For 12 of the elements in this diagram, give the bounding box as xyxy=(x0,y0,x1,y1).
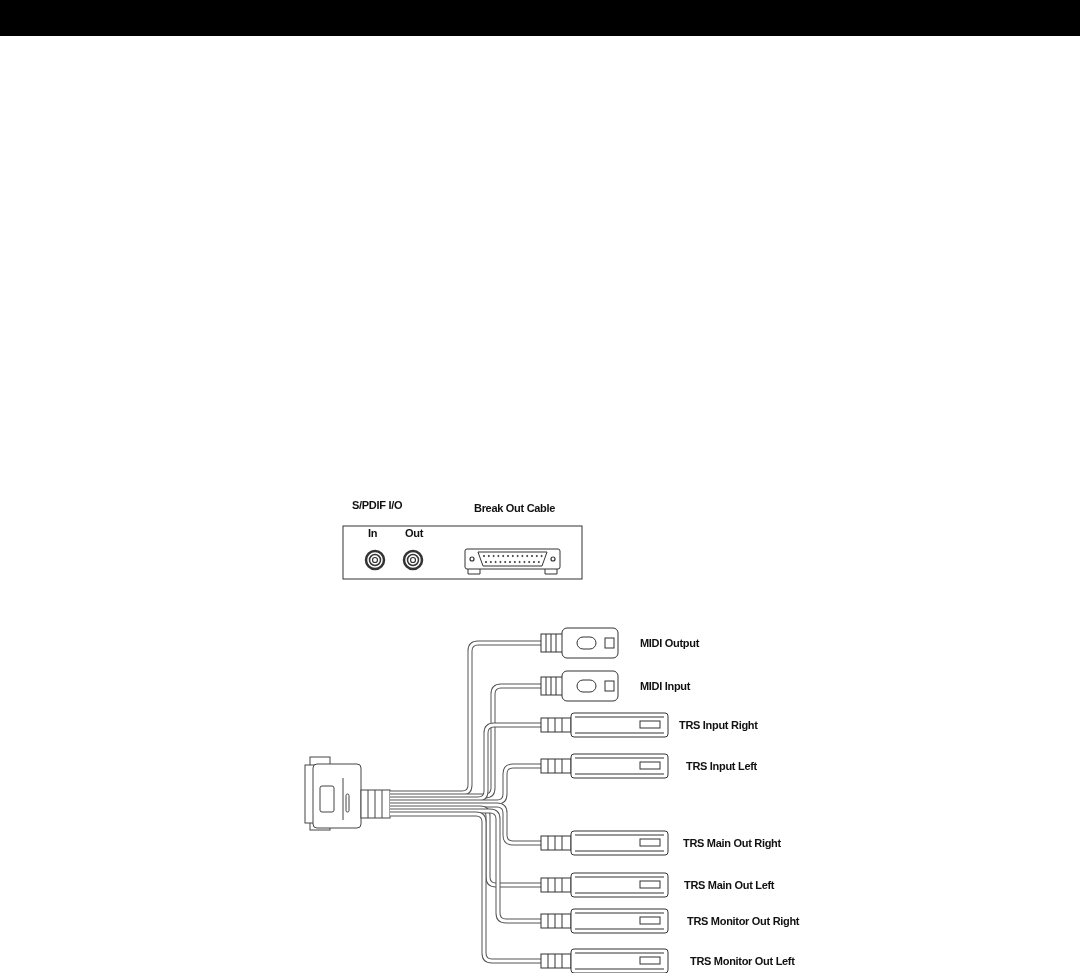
connector-label: TRS Monitor Out Left xyxy=(690,954,795,968)
connector-label: TRS Main Out Right xyxy=(683,836,781,850)
connector-label: TRS Input Left xyxy=(686,759,757,773)
connector-label: TRS Input Right xyxy=(679,718,758,732)
jack-label: Out xyxy=(405,526,424,540)
connector-label: TRS Main Out Left xyxy=(684,878,775,892)
group-heading: S/PDIF I/O xyxy=(352,498,403,512)
connector-label: MIDI Input xyxy=(640,679,691,693)
group-heading: Break Out Cable xyxy=(474,501,556,515)
connector-label: MIDI Output xyxy=(640,636,699,650)
connector-label: TRS Monitor Out Right xyxy=(687,914,800,928)
jack-label: In xyxy=(368,526,378,540)
